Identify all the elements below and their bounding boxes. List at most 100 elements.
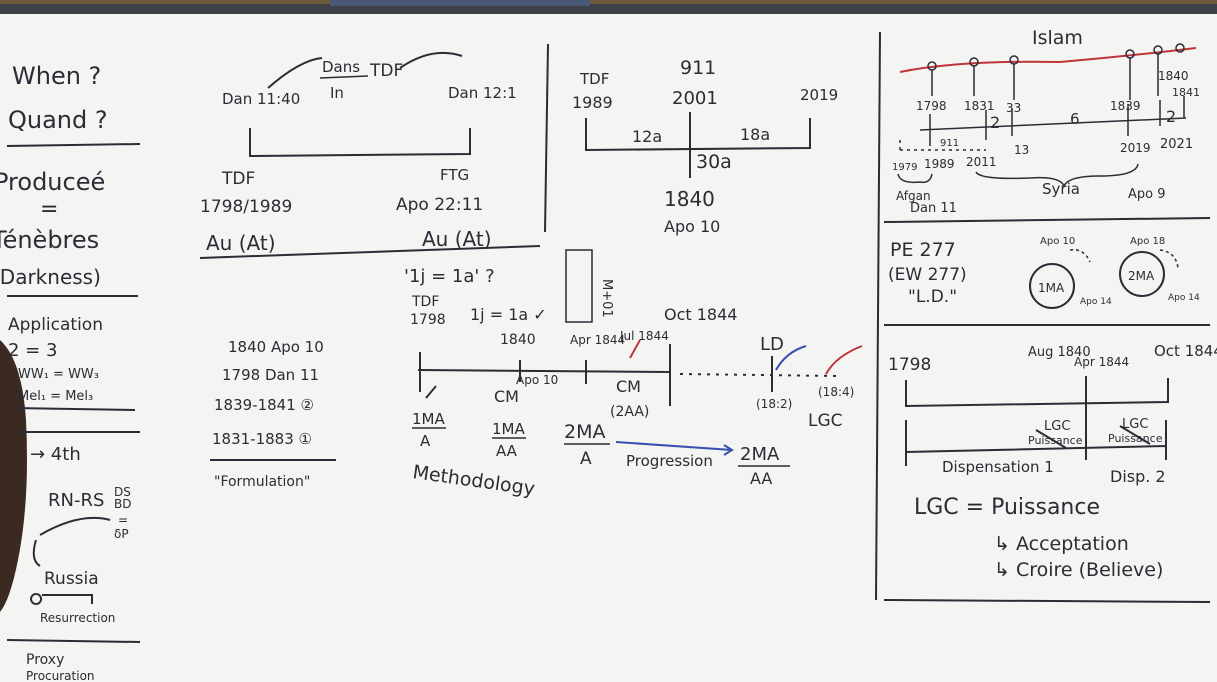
date-list-4: 1831-1883 ① [212,430,312,448]
y911-islam: 911 [940,138,959,149]
produce-label: Produceé [0,168,105,196]
cm-2aa: (2AA) [610,404,649,420]
ma1-a-bot: A [420,432,431,450]
panel-methodology: TDF 1989 911 2001 2019 12a 18a 30a 1840 … [404,57,863,500]
au-at-right: Au (At) [422,227,492,251]
dispensation-line [905,420,1167,466]
croire-label: ↳ Croire (Believe) [994,559,1163,581]
y1989-islam: 1989 [924,157,955,171]
a12: 12a [632,127,662,146]
oct-1844: Oct 1844 [664,305,737,324]
islam-ticks [899,43,1187,151]
proxy-label: Proxy [26,652,64,668]
dans-label: Dans [322,58,360,76]
m01-text: M+01 [599,279,614,318]
underline-mel [11,407,136,411]
afgan-brace [897,173,933,184]
panel-islam: Islam 1798 1831 33 1839 1840 1841 2 6 2 … [888,27,1217,581]
dan11-islam: Dan 11 [910,201,957,216]
apo10-p3: Apo 10 [664,217,720,236]
afgan-label: Afgan [896,189,931,203]
dan-121-label: Dan 12:1 [448,84,517,102]
methodology-timeline [417,344,671,406]
y1979: 1979 [892,162,917,173]
apo10-islam: Apo 10 [1040,236,1075,247]
equals-label: = [40,197,58,222]
tdf-top-label: TDF [369,61,403,81]
y33-islam: 33 [1006,101,1021,115]
y1798-islam: 1798 [916,99,947,113]
ew277-label: (EW 277) [888,265,967,285]
ma1-circle [1029,263,1075,309]
procuration-label: Procuration [26,669,95,682]
mel-label: Mel₁ = Mel₃ [18,389,93,404]
resurrection-label: Resurrection [40,611,115,625]
y1840-islam: 1840 [1158,69,1189,83]
date-list-1: 1840 Apo 10 [228,338,324,356]
apo9-label: Apo 9 [1128,187,1166,202]
lgc-lower-1: LGC [1044,419,1070,434]
fourth-label: → 4th [30,444,81,465]
dispensation-2: Disp. 2 [1110,467,1166,486]
syria-label: Syria [1042,180,1080,198]
ma2-aa-top: 2MA [740,444,780,465]
date-list-3: 1839-1841 ② [214,396,314,414]
board-top-frame [0,4,1217,14]
russia-label: Russia [44,569,99,589]
rn-rs-label: RN-RS [48,490,104,511]
dan-1140-label: Dan 11:40 [222,90,300,108]
column-separators [6,31,1211,643]
apr-1844: Apr 1844 [570,333,625,347]
islam-red-line [899,47,1197,73]
ma1-islam: 1MA [1038,281,1065,295]
arrow-left-1ma [425,385,437,399]
ld-islam: "L.D." [908,287,957,307]
russia-arrow [32,516,111,567]
wall-shadow [330,0,590,6]
puissance-2: Puissance [1108,432,1163,445]
n2b-islam: 2 [1166,107,1176,126]
apr-1844-label: Apr 1844 [1074,355,1129,369]
cm-2: CM [616,377,641,396]
lgc-definition: LGC = Puissance [914,495,1100,520]
ma2-a-top: 2MA [564,421,605,443]
blue-arrow-ld [775,345,807,371]
oct-1844-label: Oct 1844 [1154,342,1217,360]
ma2-aa-bot: AA [750,469,772,488]
y2019-islam: 2019 [1120,141,1151,155]
a30: 30a [696,151,732,173]
dan-bracket [249,128,471,158]
y1798-p3: 1798 [410,312,446,328]
puissance-1: Puissance [1028,434,1083,447]
apo14a-islam: Apo 14 [1080,297,1112,307]
lgc-lower-2: LGC [1122,417,1148,432]
syria-brace [975,163,1139,189]
panel-dan-tdf: Dan 11:40 Dans In TDF Dan 12:1 TDF FTG 1… [200,51,517,490]
tdf-p3b: TDF [411,294,439,310]
n6-islam: 6 [1070,110,1080,128]
ftg-label: FTG [440,166,469,184]
ma2-a-bot: A [580,449,592,469]
acceptation-label: ↳ Acceptation [994,533,1129,555]
years-1798-1989: 1798/1989 [200,197,292,217]
dan-arc [267,51,463,89]
in-label: In [330,84,344,102]
apo14b-islam: Apo 14 [1168,293,1200,303]
apo10-timeline: Apo 10 [516,373,558,387]
ma2-circle [1119,251,1165,297]
n13-islam: 13 [1014,143,1029,157]
ma-arrows [1069,249,1179,269]
day-year-check: 1j = 1a ✓ [470,305,547,324]
dispensation-bracket [905,376,1169,460]
progression-arrow [615,441,734,456]
y1841-islam: 1841 [1172,86,1200,99]
dispensation-1: Dispensation 1 [942,458,1054,476]
day-year-question: '1j = 1a' ? [404,266,495,287]
ref-18-2: (18:2) [756,397,792,411]
quand-label: Quand ? [8,106,108,134]
y1840-timeline: 1840 [500,332,536,348]
pe277-label: PE 277 [890,239,956,261]
red-arrow-1 [629,339,641,359]
ma1-a-top: 1MA [412,410,445,428]
